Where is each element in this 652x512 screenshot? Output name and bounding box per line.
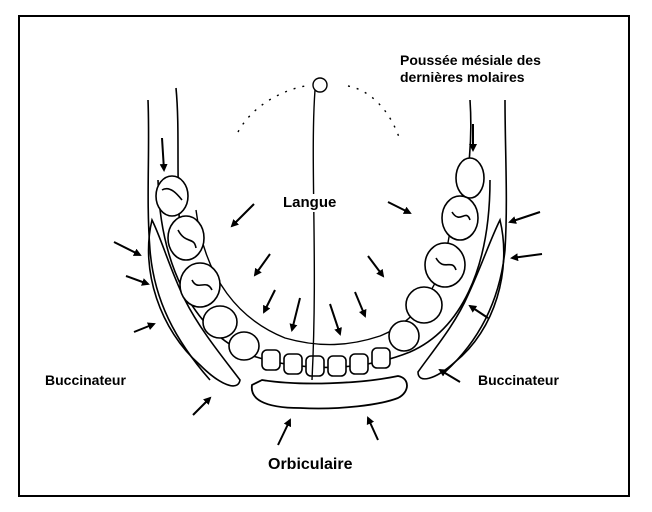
- label-mesial-push-line1: Poussée mésiale des: [400, 52, 541, 69]
- orbicularis-muscle: [252, 376, 407, 408]
- front-teeth: [262, 348, 390, 376]
- label-orbicularis: Orbiculaire: [268, 455, 352, 474]
- label-mesial-push-line2: dernières molaires: [400, 69, 541, 86]
- tongue-outline: [238, 78, 400, 380]
- right-teeth: [389, 158, 484, 351]
- label-buccinator-left: Buccinateur: [45, 372, 126, 389]
- label-buccinator-right: Buccinateur: [478, 372, 559, 389]
- label-tongue: Langue: [281, 194, 338, 212]
- label-mesial-push: Poussée mésiale des dernières molaires: [400, 52, 541, 86]
